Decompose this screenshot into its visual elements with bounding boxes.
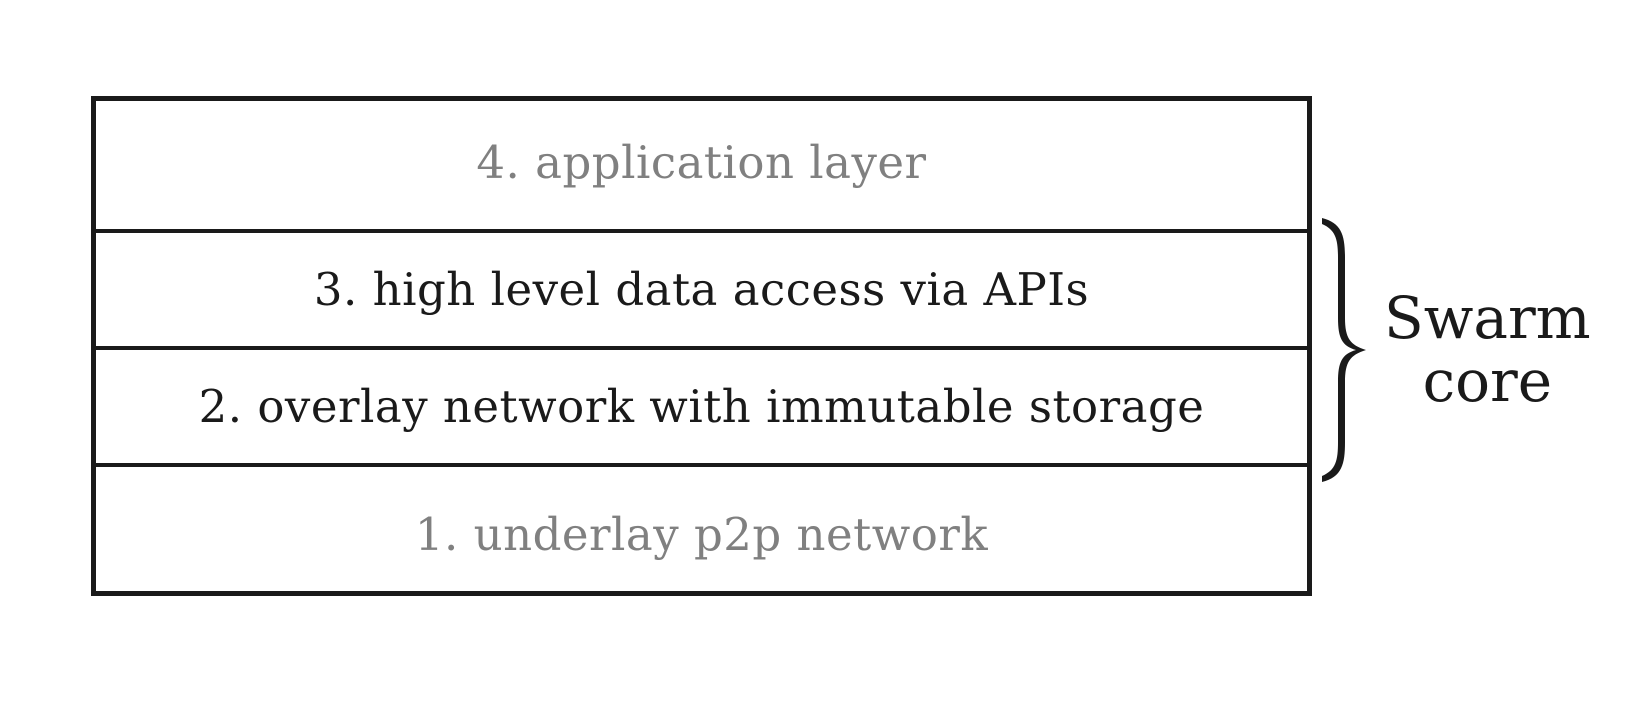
layer-row-high-level-data-access: 3. high level data access via APIs (96, 229, 1307, 346)
swarm-core-annotation: Swarm core (1316, 214, 1616, 486)
swarm-core-line-1: Swarm (1384, 284, 1591, 353)
layer-row-underlay-p2p-network: 1. underlay p2p network (96, 463, 1307, 601)
swarm-core-line-2: core (1422, 347, 1553, 415)
layer-label-high-level-data-access: 3. high level data access via APIs (313, 263, 1090, 316)
layer-label-application: 4. application layer (476, 136, 927, 189)
layer-row-overlay-network: 2. overlay network with immutable storag… (96, 346, 1307, 463)
layer-label-underlay-p2p-network: 1. underlay p2p network (414, 507, 989, 561)
right-curly-brace-icon (1322, 218, 1366, 482)
layer-stack-diagram: 4. application layer 3. high level data … (91, 96, 1312, 596)
swarm-core-label: Swarm core (1384, 287, 1591, 412)
layer-row-application: 4. application layer (96, 96, 1307, 229)
layer-label-overlay-network: 2. overlay network with immutable storag… (198, 380, 1205, 433)
